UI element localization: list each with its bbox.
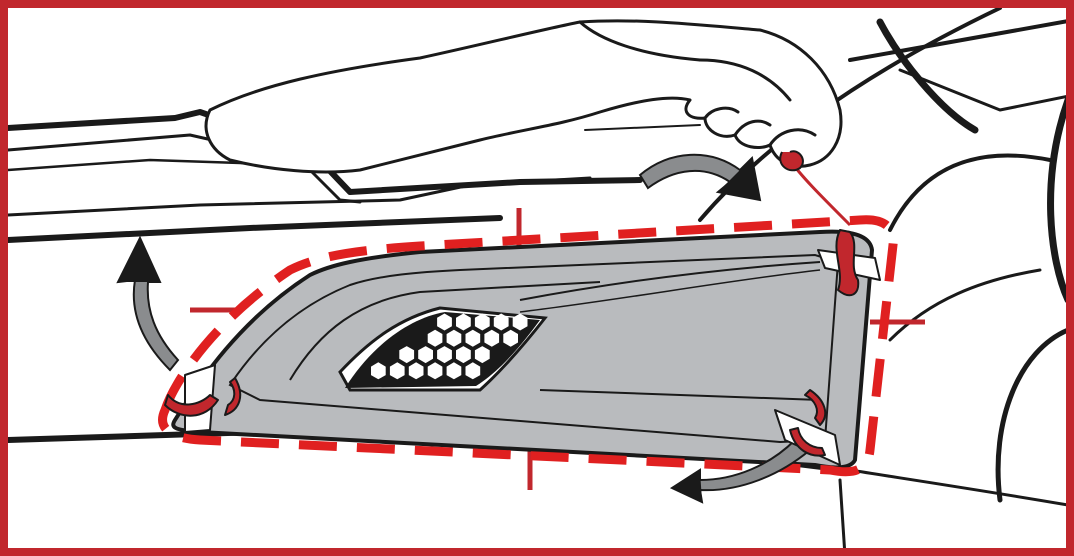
fender-curve-4 [848, 18, 1074, 62]
honeycomb-cell [427, 329, 443, 347]
wheel-arch-line-2 [1047, 96, 1072, 304]
cut-outline [158, 215, 898, 477]
honeycomb-cell [437, 313, 452, 331]
upper-body-line-4 [6, 176, 592, 217]
wheel-arch-line-4 [888, 268, 1042, 342]
wheel-arch-line [888, 153, 1052, 232]
panel-crease-2 [519, 261, 821, 301]
honeycomb-cell [408, 362, 424, 380]
rocker-line-2 [838, 478, 847, 556]
honeycomb-cell [456, 313, 471, 331]
panel-crease-4 [519, 269, 821, 313]
arrow-top-head [718, 158, 760, 200]
curved-arrow-icon [116, 153, 812, 504]
honeycomb-cell [399, 346, 415, 364]
adhesive-tape-icon [164, 229, 881, 466]
honeycomb-cell [437, 346, 452, 364]
honeycomb-cell [493, 313, 509, 331]
side-vent-panel [171, 229, 874, 470]
fender-curve-3 [898, 68, 1074, 112]
hand-pulling-icon [204, 19, 843, 174]
pull-tab-loop [779, 150, 804, 172]
panel-crease [289, 281, 601, 381]
wheel-arch-line-3 [995, 327, 1071, 503]
honeycomb-cell [446, 329, 462, 347]
honeycomb-cell [512, 313, 528, 331]
panel-body [171, 229, 874, 470]
arrow-upper-left-head [118, 238, 160, 282]
panel-crease-3 [539, 389, 821, 401]
honeycomb-cell [474, 313, 490, 331]
rocker-line [848, 468, 1070, 507]
honeycomb-cell [418, 346, 433, 364]
panel-inner-edge [228, 253, 840, 444]
honeycomb-cell [484, 329, 500, 347]
honeycomb-cell [427, 362, 443, 380]
honeycomb-cell [465, 329, 481, 347]
honeycomb-cell [456, 346, 471, 364]
honeycomb-cell [446, 362, 462, 380]
honeycomb-cell [503, 329, 518, 347]
fender-curve-2 [876, 18, 979, 134]
upper-body-line-5 [5, 215, 503, 243]
honeycomb-cell [465, 362, 481, 380]
honeycomb-cells [371, 313, 528, 380]
honeycomb-cell [371, 362, 386, 380]
arrow-bottom-head [672, 470, 702, 502]
honeycomb-cell [389, 362, 405, 380]
honeycomb-cell [474, 346, 490, 364]
